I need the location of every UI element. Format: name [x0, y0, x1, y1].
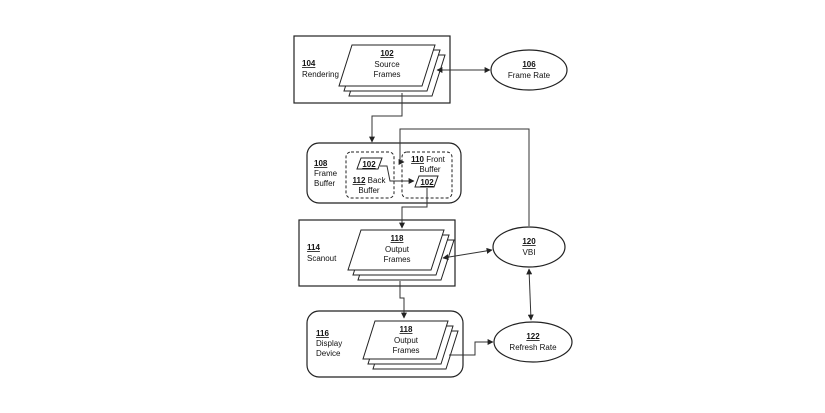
back-buffer-label-2: Buffer — [358, 186, 380, 195]
vbi-node: 120 VBI — [492, 226, 566, 268]
connectors — [369, 67, 534, 356]
scanout-block: 114 Scanout 118 Output Frames — [298, 219, 456, 287]
vbi-label: VBI — [523, 248, 536, 257]
back-buffer-label-1: Back — [368, 176, 387, 185]
frame-buffer-label-2: Buffer — [314, 179, 336, 188]
frame-rate-ellipse — [490, 49, 568, 91]
source-frames-number: 102 — [380, 49, 394, 58]
frame-buffer-label-1: Frame — [314, 169, 338, 178]
back-buffer-frame — [356, 157, 383, 170]
scanout-output-frames-label-2: Frames — [383, 255, 410, 264]
arrow-display-to-refresh-rate — [449, 339, 494, 356]
display-output-frames-number: 118 — [400, 325, 413, 334]
frame-rate-number: 106 — [522, 60, 536, 69]
front-buffer-number: 110 — [411, 155, 424, 164]
front-buffer-label-1: Front — [426, 155, 445, 164]
display-device-label-1: Display — [316, 339, 342, 348]
source-frames-label-2: Frames — [373, 70, 400, 79]
arrow-vbi-to-front-buffer — [398, 128, 530, 226]
display-output-frames-stack: 118 Output Frames — [362, 320, 459, 370]
front-buffer-title: 110 Front — [411, 155, 446, 164]
rendering-number: 104 — [302, 59, 316, 68]
source-frames-label-1: Source — [374, 60, 400, 69]
frame-buffer-block: 108 Frame Buffer 102 112 Back Buffer 110… — [306, 142, 462, 204]
refresh-rate-label: Refresh Rate — [509, 343, 557, 352]
back-buffer-number: 112 — [353, 176, 366, 185]
display-output-frames-label-2: Frames — [392, 346, 419, 355]
front-buffer-frame — [414, 175, 439, 188]
scanout-output-frames-stack: 118 Output Frames — [347, 229, 455, 281]
scanout-label: Scanout — [307, 254, 337, 263]
rendering-block: 104 Rendering 102 Source Frames — [293, 35, 451, 104]
display-output-frames-label-1: Output — [394, 336, 419, 345]
arrow-vbi-refresh-rate — [526, 268, 534, 321]
display-device-block: 116 Display Device 118 Output Frames — [306, 310, 464, 378]
refresh-rate-number: 122 — [526, 332, 540, 341]
back-buffer-title: 112 Back — [353, 176, 387, 185]
back-buffer: 102 112 Back Buffer — [345, 151, 395, 199]
front-buffer-frame-number: 102 — [420, 178, 434, 187]
display-device-label-2: Device — [316, 349, 341, 358]
scanout-number: 114 — [307, 243, 320, 252]
arrow-frame-buffer-to-scanout — [399, 188, 428, 229]
refresh-rate-ellipse — [493, 321, 573, 363]
frame-rate-node: 106 Frame Rate — [490, 49, 568, 91]
vbi-ellipse — [492, 226, 566, 268]
back-buffer-frame-number: 102 — [362, 160, 376, 169]
scanout-output-frames-label-1: Output — [385, 245, 410, 254]
frame-rate-label: Frame Rate — [508, 71, 551, 80]
arrow-scanout-vbi — [442, 247, 493, 261]
arrow-buffer-swap — [380, 165, 415, 184]
back-buffer-box — [345, 151, 395, 199]
rendering-label: Rendering — [302, 70, 339, 79]
front-buffer-label-2: Buffer — [419, 165, 441, 174]
refresh-rate-node: 122 Refresh Rate — [493, 321, 573, 363]
frame-buffer-number: 108 — [314, 159, 328, 168]
scanout-output-frames-number: 118 — [391, 234, 404, 243]
arrow-scanout-to-display — [399, 281, 407, 319]
display-device-number: 116 — [316, 329, 329, 338]
source-frames-stack: 102 Source Frames — [338, 44, 446, 97]
arrow-rendering-to-frame-buffer — [369, 93, 403, 143]
vbi-number: 120 — [522, 237, 536, 246]
